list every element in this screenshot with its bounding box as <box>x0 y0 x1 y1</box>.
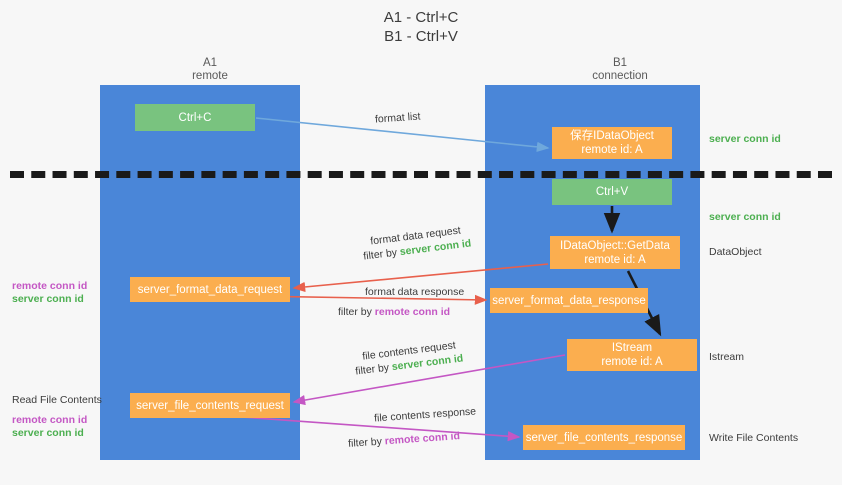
annotation-right-server-conn-id-mid: server conn id <box>709 211 781 223</box>
column-header-a1: A1 remote <box>120 57 300 83</box>
annotation-right-write-file-contents: Write File Contents <box>709 432 799 444</box>
filter-prefix: filter by <box>354 361 393 378</box>
node-format-data-request-label: server_format_data_request <box>137 283 283 296</box>
edge-label-format-data-response-filter: filter by remote conn id <box>338 305 450 319</box>
node-format-data-response[interactable]: server_format_data_response <box>490 288 648 313</box>
annotation-right-server-conn-id-top: server conn id <box>709 133 781 145</box>
annotation-left-server-conn-id-bottom: server conn id <box>12 427 84 439</box>
annotation-left-server-conn-id-top: server conn id <box>12 293 84 305</box>
node-getdata-sub: remote id: A <box>584 253 646 266</box>
node-save-dataobject-sub: remote id: A <box>581 144 643 156</box>
node-file-contents-response[interactable]: server_file_contents_response <box>523 425 685 450</box>
filter-prefix: filter by <box>338 306 375 318</box>
annotation-left-remote-conn-id-top: remote conn id <box>12 280 88 292</box>
node-ctrl-c[interactable]: Ctrl+C <box>135 104 255 131</box>
node-format-data-request[interactable]: server_format_data_request <box>130 277 290 302</box>
filter-prefix: filter by <box>347 435 386 450</box>
node-file-contents-request-label: server_file_contents_request <box>136 399 284 412</box>
node-ctrl-c-label: Ctrl+C <box>178 111 212 124</box>
annotation-left-remote-conn-id-bottom: remote conn id <box>12 414 88 426</box>
filter-key-remote-conn-id: remote conn id <box>374 306 451 318</box>
edge-label-format-list: format list <box>374 110 421 126</box>
node-istream[interactable]: IStream remote id: A <box>567 339 697 371</box>
dashed-divider <box>10 171 832 178</box>
column-header-b1: B1 connection <box>530 57 710 83</box>
node-save-dataobject[interactable]: 保存IDataObject remote id: A <box>552 127 672 159</box>
node-ctrl-v-label: Ctrl+V <box>595 186 629 198</box>
annotation-left-read-file-contents: Read File Contents <box>12 394 102 406</box>
node-file-contents-request[interactable]: server_file_contents_request <box>130 393 290 418</box>
annotation-right-istream: Istream <box>709 351 745 363</box>
title-line-1: A1 - Ctrl+C <box>383 9 459 26</box>
edge-label-file-contents-response-filter: filter by remote conn id <box>348 429 461 451</box>
node-ctrl-v[interactable]: Ctrl+V <box>552 179 672 205</box>
column-b1-name: B1 <box>612 57 628 69</box>
node-getdata-label: IDataObject::GetData <box>560 239 670 252</box>
column-b1-role: connection <box>592 70 648 82</box>
page-title: A1 - Ctrl+C B1 - Ctrl+V <box>0 8 842 46</box>
annotation-right-dataobject: DataObject <box>709 246 762 258</box>
filter-prefix: filter by <box>362 246 401 263</box>
edge-label-file-contents-response: file contents response <box>373 405 477 425</box>
column-a1-name: A1 <box>202 57 218 69</box>
node-file-contents-response-label: server_file_contents_response <box>525 431 683 444</box>
title-line-2: B1 - Ctrl+V <box>384 28 458 45</box>
node-istream-sub: remote id: A <box>601 356 663 368</box>
node-save-dataobject-label: 保存IDataObject <box>570 130 654 142</box>
node-istream-label: IStream <box>611 342 653 354</box>
filter-key-remote-conn-id: remote conn id <box>384 430 461 448</box>
column-a1-role: remote <box>192 70 228 82</box>
node-format-data-response-label: server_format_data_response <box>492 294 646 307</box>
node-getdata[interactable]: IDataObject::GetData remote id: A <box>550 236 680 269</box>
edge-label-format-data-response: format data response <box>365 286 465 298</box>
